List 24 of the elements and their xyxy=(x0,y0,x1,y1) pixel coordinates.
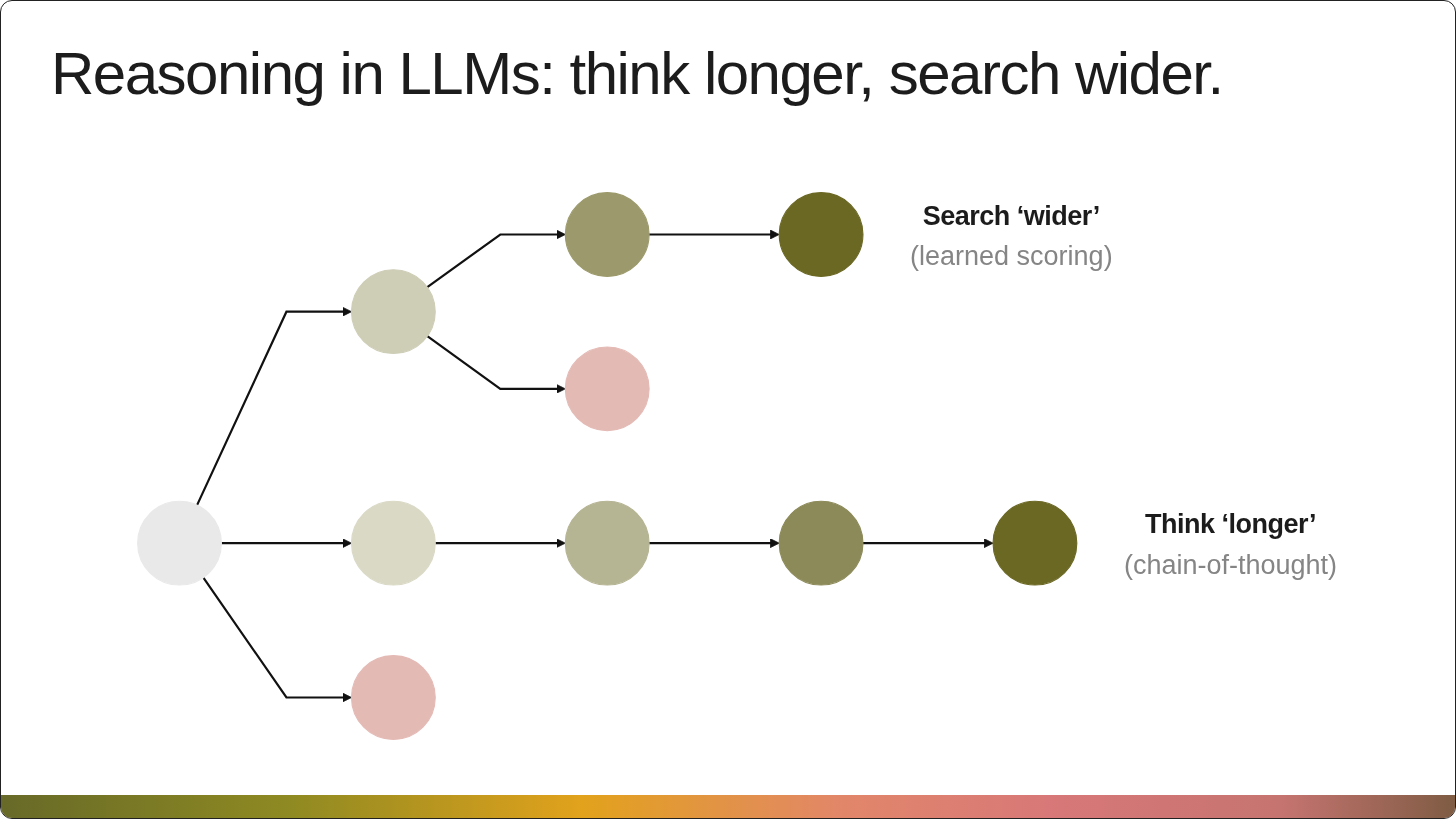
circle-node xyxy=(564,500,650,586)
arrow xyxy=(426,335,566,394)
circle-node xyxy=(992,500,1078,586)
circle-node xyxy=(564,346,650,432)
caption-note: (learned scoring) xyxy=(910,239,1113,273)
arrow xyxy=(426,229,566,289)
arrow xyxy=(649,229,780,240)
arrow xyxy=(862,538,994,548)
arrow xyxy=(221,538,352,548)
caption-note: (chain-of-thought) xyxy=(1123,548,1337,582)
circle-node xyxy=(778,500,864,586)
arrow xyxy=(649,538,780,548)
circle-node xyxy=(350,655,436,740)
arrow xyxy=(435,538,566,548)
circle-node xyxy=(778,192,864,277)
circle-node xyxy=(564,192,650,277)
slide-title: Reasoning in LLMs: think longer, search wider. xyxy=(51,39,1223,108)
circle-node xyxy=(137,500,222,586)
circle-node xyxy=(350,500,436,586)
arrow xyxy=(196,306,352,506)
circle-node xyxy=(350,269,436,355)
caption-heading: Search ‘wider’ xyxy=(921,199,1101,232)
caption-heading: Think ‘longer’ xyxy=(1143,507,1317,541)
arrow xyxy=(202,576,352,703)
